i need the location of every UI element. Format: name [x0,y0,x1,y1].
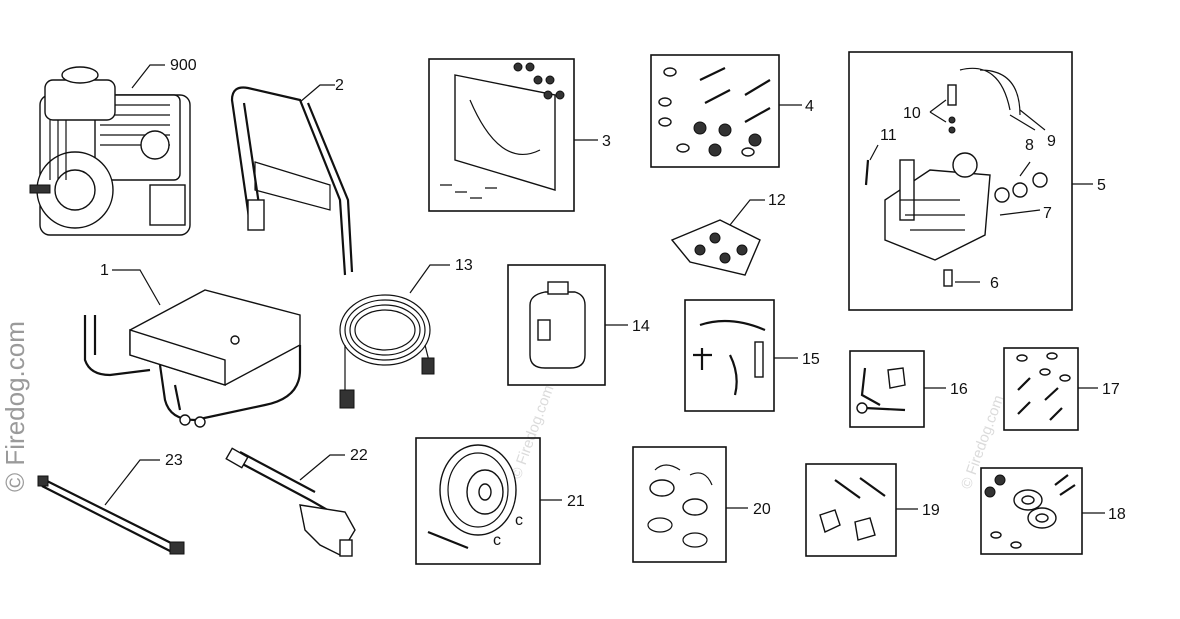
callout-10: 10 [903,105,921,122]
callout-16: 16 [950,381,968,398]
leader-23 [104,459,160,506]
box-16 [849,350,925,428]
leader-12 [729,199,765,226]
hardware-4 [658,67,771,157]
svg-text:c: c [493,532,501,549]
box-20 [632,446,727,563]
callout-20: 20 [753,501,771,518]
leader-7 [999,209,1041,216]
callout-13: 13 [455,257,473,274]
callout-5: 5 [1097,177,1106,194]
callout-9: 9 [1047,133,1056,150]
handle-2 [230,86,354,276]
callout-8: 8 [1025,137,1034,154]
callout-3: 3 [602,133,611,150]
leader-8 [1019,161,1031,177]
callout-1: 1 [100,262,109,279]
callout-12: 12 [768,192,786,209]
leader-11 [869,144,879,161]
engine-900 [29,66,191,236]
callout-18: 18 [1108,506,1126,523]
watermark-center: © Firedog.com [508,383,558,481]
callout-14: 14 [632,318,650,335]
fittings-bag-12 [670,219,761,276]
callout-23: 23 [165,452,183,469]
hose-13 [339,294,435,409]
watermark-left: © Firedog.com [0,321,30,492]
box-15 [684,299,775,412]
leader-9 [1009,109,1046,131]
leader-10 [929,99,947,123]
bearings-18 [984,474,1076,549]
leader-1 [112,269,161,306]
callout-22: 22 [350,447,368,464]
spray-wand-23 [37,475,185,555]
box-4 [650,54,780,168]
box-3 [428,58,575,212]
callout-7: 7 [1043,205,1052,222]
leader-900 [131,64,165,89]
callout-11: 11 [880,127,897,144]
bracket-3 [440,62,565,199]
callout-19: 19 [922,502,940,519]
bolts-knobs-19 [819,477,886,541]
spray-gun-22 [225,447,356,557]
callout-900: 900 [170,57,197,74]
detergent-bottle-14 [529,281,586,369]
frame-1 [83,289,302,428]
seals-20 [647,464,713,548]
pump-5 [864,67,1048,287]
wheel-21: c c [427,444,523,550]
leader-2 [299,84,335,103]
callout-6: 6 [990,275,999,292]
callout-4: 4 [805,98,814,115]
leader-22 [299,454,345,481]
callout-21: 21 [567,493,585,510]
box-17 [1003,347,1079,431]
pin-knob-16 [856,367,906,414]
box-19 [805,463,897,557]
box-21 [415,437,541,565]
callout-2: 2 [335,77,344,94]
box-5 [848,51,1073,311]
tubes-15 [693,319,766,396]
svg-text:c: c [515,512,523,529]
leader-13 [409,264,450,294]
callout-17: 17 [1102,381,1120,398]
screws-17 [1016,352,1071,421]
box-18 [980,467,1083,555]
callout-15: 15 [802,351,820,368]
